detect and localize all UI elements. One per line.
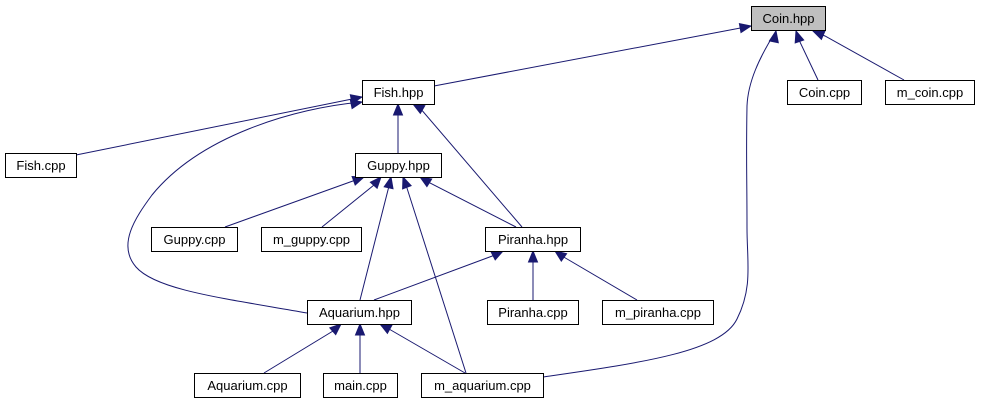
node-box <box>421 373 544 398</box>
arrowhead <box>794 29 805 44</box>
edge-m-piranha-cpp-to-piranha-hpp <box>553 250 638 301</box>
edge-m-aquarium-cpp-to-guppy-hpp <box>402 175 467 374</box>
node-label: Guppy.cpp <box>164 232 226 247</box>
arrowhead <box>402 175 412 190</box>
edge-main-cpp-to-aquarium-hpp <box>354 322 366 373</box>
node-label: Fish.cpp <box>16 158 65 173</box>
edge-m-coin-cpp-to-coin-hpp <box>811 30 905 81</box>
node-guppy-hpp[interactable]: Guppy.hpp <box>355 153 442 178</box>
node-m-piranha-cpp[interactable]: m_piranha.cpp <box>602 300 714 325</box>
edge-fish-cpp-to-fish-hpp <box>75 94 364 156</box>
node-box <box>602 300 714 325</box>
node-box <box>5 153 77 178</box>
node-box <box>323 373 398 398</box>
node-label: main.cpp <box>334 378 387 393</box>
edge-piranha-hpp-to-guppy-hpp <box>418 176 517 228</box>
node-fish-cpp[interactable]: Fish.cpp <box>5 153 77 178</box>
edge-piranha-cpp-to-piranha-hpp <box>527 249 539 300</box>
arrowhead <box>349 99 364 110</box>
edge-line <box>127 101 363 314</box>
node-piranha-cpp[interactable]: Piranha.cpp <box>487 300 579 325</box>
edge-guppy-cpp-to-guppy-hpp <box>224 175 366 228</box>
node-box <box>487 300 579 325</box>
edge-guppy-hpp-to-fish-hpp <box>392 102 404 153</box>
edge-line <box>359 176 392 301</box>
node-coin-cpp[interactable]: Coin.cpp <box>787 80 862 105</box>
node-label: m_aquarium.cpp <box>434 378 531 393</box>
node-label: m_guppy.cpp <box>273 232 350 247</box>
edge-aquarium-hpp-to-guppy-hpp <box>359 175 394 301</box>
arrowhead <box>378 323 393 335</box>
node-label: Piranha.hpp <box>498 232 568 247</box>
arrowhead <box>553 250 568 262</box>
node-m-aquarium-cpp[interactable]: m_aquarium.cpp <box>421 373 544 398</box>
node-label: m_piranha.cpp <box>615 305 701 320</box>
arrowhead <box>418 176 433 188</box>
node-box <box>362 80 435 105</box>
node-coin-hpp[interactable]: Coin.hpp <box>751 6 826 31</box>
arrowhead <box>768 29 779 44</box>
node-box <box>485 227 581 252</box>
edge-aquarium-hpp-to-fish-hpp <box>127 99 364 314</box>
node-label: m_coin.cpp <box>897 85 963 100</box>
node-guppy-cpp[interactable]: Guppy.cpp <box>151 227 238 252</box>
edge-line <box>554 250 638 301</box>
node-fish-hpp[interactable]: Fish.hpp <box>362 80 435 105</box>
node-box <box>307 300 412 325</box>
node-main-cpp[interactable]: main.cpp <box>323 373 398 398</box>
node-m-guppy-cpp[interactable]: m_guppy.cpp <box>261 227 362 252</box>
arrowhead <box>490 250 505 261</box>
node-box <box>151 227 238 252</box>
arrowhead <box>738 22 753 34</box>
edge-line <box>402 176 467 374</box>
node-label: Guppy.hpp <box>367 158 430 173</box>
node-box <box>885 80 975 105</box>
node-label: Piranha.cpp <box>498 305 567 320</box>
node-box <box>194 373 301 398</box>
edge-m-aquarium-cpp-to-coin-hpp <box>542 29 779 378</box>
arrowhead <box>328 323 342 336</box>
arrowhead <box>527 249 539 263</box>
edge-aquarium-hpp-to-piranha-hpp <box>373 250 505 301</box>
edge-line <box>75 96 363 156</box>
node-aquarium-cpp[interactable]: Aquarium.cpp <box>194 373 301 398</box>
edge-line <box>373 250 504 301</box>
edge-line <box>542 30 777 378</box>
node-label: Aquarium.hpp <box>319 305 400 320</box>
node-box <box>751 6 826 31</box>
arrowhead <box>354 322 366 336</box>
node-label: Coin.hpp <box>762 11 814 26</box>
node-piranha-hpp[interactable]: Piranha.hpp <box>485 227 581 252</box>
edge-aquarium-cpp-to-aquarium-hpp <box>263 323 342 374</box>
edge-line <box>224 176 365 228</box>
node-label: Aquarium.cpp <box>207 378 287 393</box>
arrowhead <box>369 176 382 190</box>
edge-m-guppy-cpp-to-guppy-hpp <box>321 176 382 228</box>
node-aquarium-hpp[interactable]: Aquarium.hpp <box>307 300 412 325</box>
edge-coin-cpp-to-coin-hpp <box>794 29 819 81</box>
node-m-coin-cpp[interactable]: m_coin.cpp <box>885 80 975 105</box>
edge-line <box>263 323 342 374</box>
edges-layer <box>75 22 905 378</box>
edge-line <box>433 25 752 87</box>
edge-line <box>812 30 905 81</box>
node-label: Coin.cpp <box>799 85 850 100</box>
arrowhead <box>392 102 404 116</box>
arrowhead <box>811 30 826 41</box>
edge-line <box>419 176 517 228</box>
node-label: Fish.hpp <box>374 85 424 100</box>
edge-fish-hpp-to-coin-hpp <box>433 22 753 87</box>
node-box <box>355 153 442 178</box>
node-box <box>787 80 862 105</box>
node-box <box>261 227 362 252</box>
arrowhead <box>383 175 394 190</box>
